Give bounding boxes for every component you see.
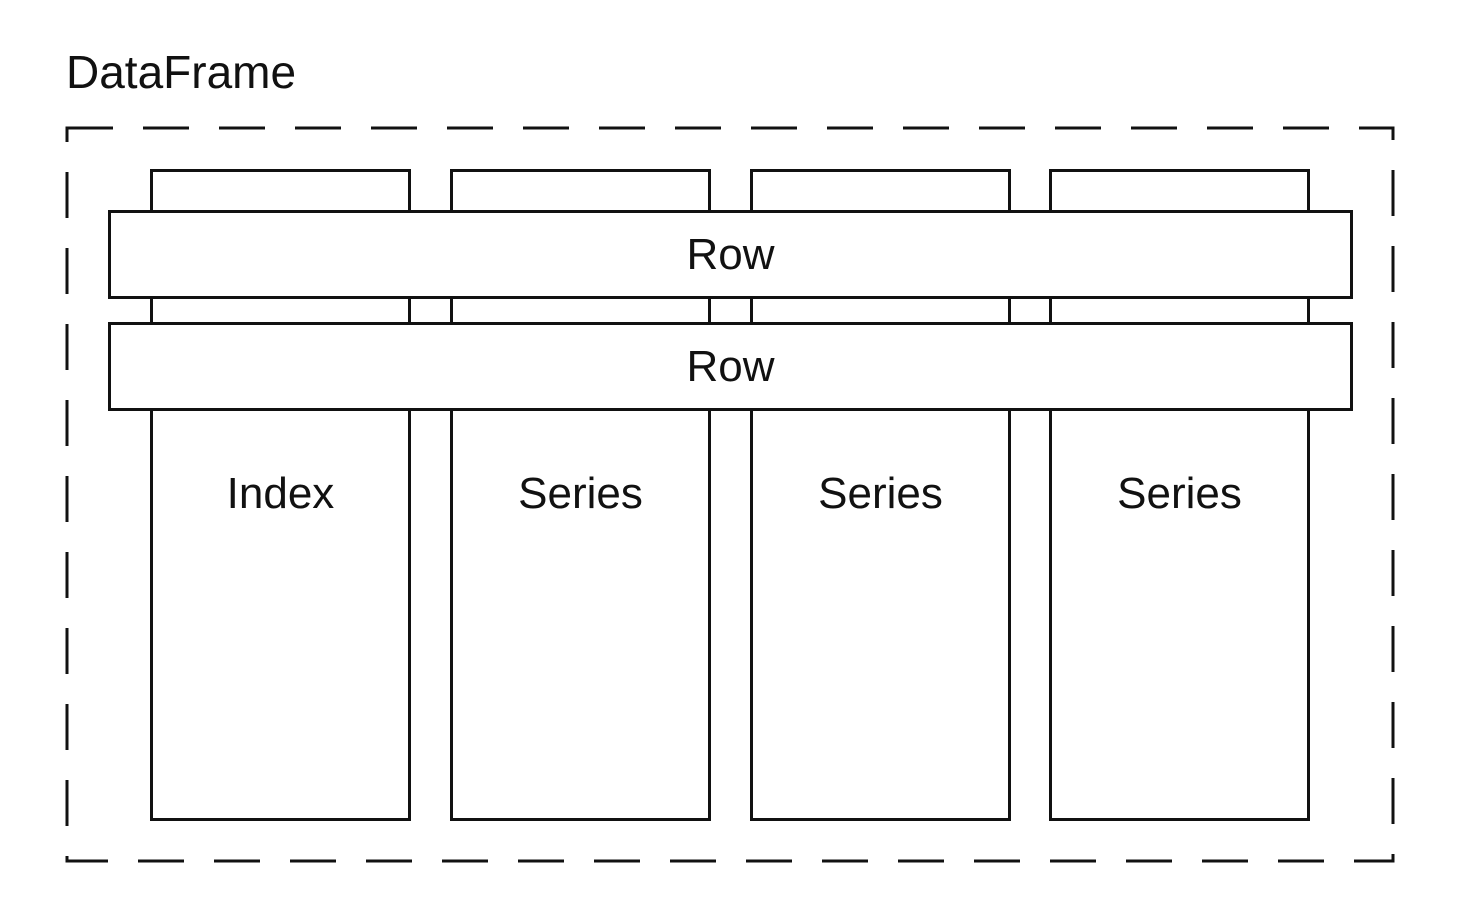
column-label: Series bbox=[518, 469, 643, 518]
row-bar-1: Row bbox=[108, 210, 1353, 299]
row-bar-2: Row bbox=[108, 322, 1353, 411]
column-label: Series bbox=[818, 469, 943, 518]
column-label: Index bbox=[226, 469, 335, 518]
row-label: Row bbox=[686, 341, 775, 391]
row-label: Row bbox=[686, 229, 775, 279]
column-label: Series bbox=[1117, 469, 1242, 518]
diagram-title: DataFrame bbox=[66, 46, 297, 98]
